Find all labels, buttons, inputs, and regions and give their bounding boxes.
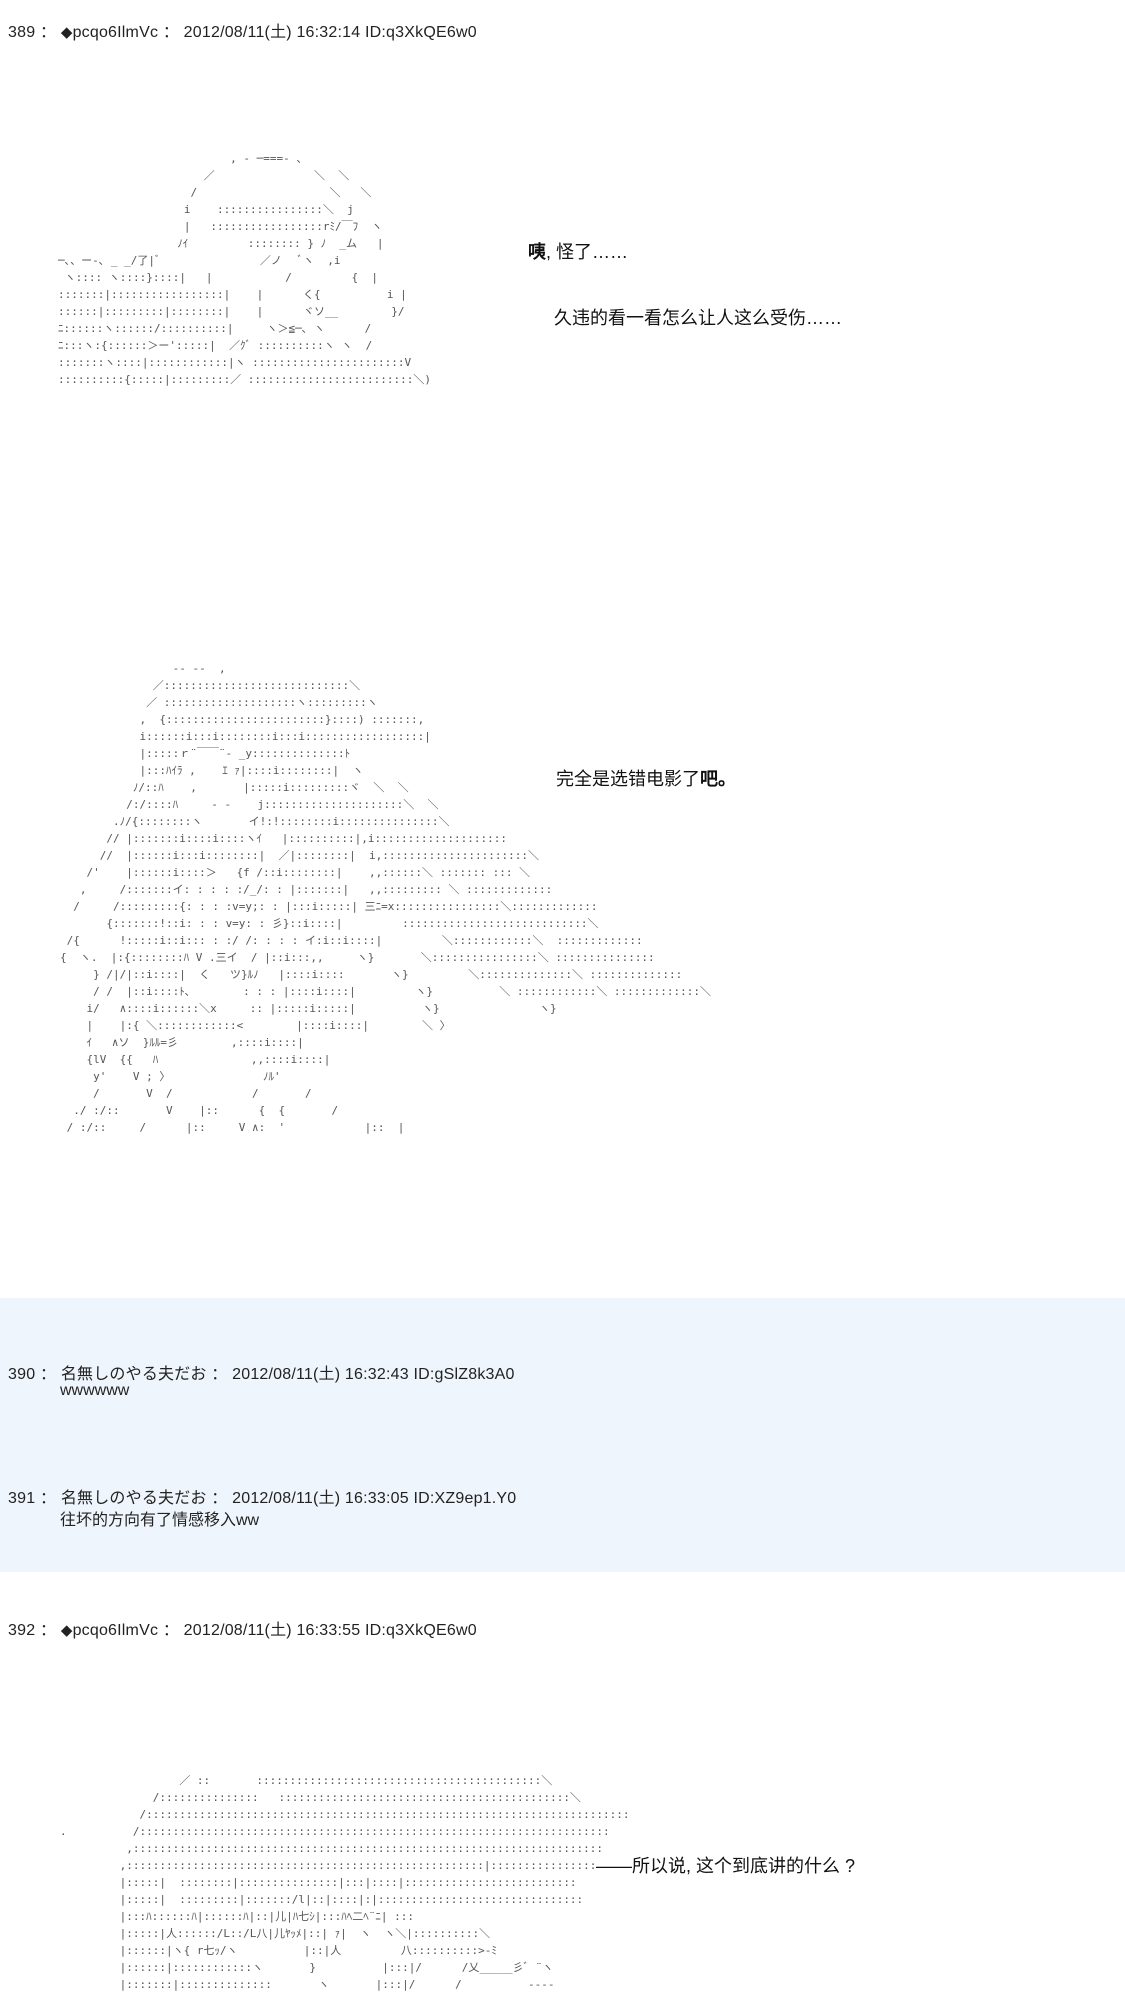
- post-date: 2012/08/11(土) 16:33:05: [232, 1490, 409, 1507]
- post-date: 2012/08/11(土) 16:32:14: [183, 24, 361, 41]
- poster-id[interactable]: ID:q3XkQE6w0: [365, 24, 477, 41]
- poster-name: 名無しのやる夫だお: [60, 1490, 207, 1507]
- separator: ：: [39, 1622, 57, 1639]
- ascii-art-figure-3: ／ :: :::::::::::::::::::::::::::::::::::…: [60, 1774, 630, 1991]
- separator: ：: [211, 1490, 228, 1507]
- post-number[interactable]: 392: [8, 1622, 36, 1639]
- dialog-line-3: 完全是选错电影了吧。: [556, 765, 736, 791]
- post-389: 389 ： ◆pcqo6IlmVc ： 2012/08/11(土) 16:32:…: [8, 18, 842, 1134]
- dialog-line-2: 久违的看一看怎么让人这么受伤……: [554, 308, 842, 328]
- dialog-tail: 吧。: [700, 769, 736, 789]
- poster-id[interactable]: ID:gSlZ8k3A0: [413, 1366, 515, 1383]
- separator: ：: [39, 1490, 57, 1507]
- post-body: 往坏的方向有了情感移入ww: [60, 1512, 260, 1529]
- trip-diamond-icon: ◆: [60, 1622, 73, 1639]
- poster-name: 名無しのやる夫だお: [60, 1366, 207, 1383]
- post-391: 391 ： 名無しのやる夫だお ： 2012/08/11(土) 16:33:05…: [0, 1480, 1125, 1572]
- ascii-art-figure-2: -- ‐- , ／::::::::::::::::::::::::::::＼ ／…: [60, 662, 712, 1134]
- post-body: wwwwww: [60, 1382, 130, 1399]
- post-header: 389 ： ◆pcqo6IlmVc ： 2012/08/11(土) 16:32:…: [8, 18, 477, 42]
- dialog-rest: , 怪了……: [546, 242, 629, 262]
- post-390: 390 ： 名無しのやる夫だお ： 2012/08/11(土) 16:32:43…: [0, 1298, 1125, 1480]
- poster-id[interactable]: ID:XZ9ep1.Y0: [413, 1490, 517, 1507]
- separator: ：: [39, 24, 57, 41]
- dialog-rest: 完全是选错电影了: [556, 769, 700, 789]
- dialog-line: ——所以说, 这个到底讲的什么 ?: [596, 1856, 856, 1876]
- poster-id[interactable]: ID:q3XkQE6w0: [365, 1622, 477, 1639]
- post-date: 2012/08/11(土) 16:32:43: [232, 1366, 409, 1383]
- separator: ：: [162, 1622, 180, 1639]
- dialog-lead: 咦: [528, 242, 546, 262]
- post-number[interactable]: 389: [8, 24, 36, 41]
- separator: ：: [211, 1366, 228, 1383]
- dialog-line-1: 咦, 怪了……: [528, 238, 628, 264]
- post-number[interactable]: 391: [8, 1490, 36, 1507]
- post-number[interactable]: 390: [8, 1366, 36, 1383]
- ascii-art-figure-1: , - ─===- 、 ／ ＼ ＼ / ＼ ＼ i ::::::::::::::…: [58, 152, 431, 386]
- poster-name: pcqo6IlmVc: [72, 24, 159, 41]
- separator: ：: [39, 1366, 57, 1383]
- separator: ：: [162, 24, 180, 41]
- post-header: 391 ： 名無しのやる夫だお ： 2012/08/11(土) 16:33:05…: [8, 1484, 516, 1508]
- post-date: 2012/08/11(土) 16:33:55: [183, 1622, 361, 1639]
- post-392: 392 ： ◆pcqo6IlmVc ： 2012/08/11(土) 16:33:…: [0, 1572, 1125, 2000]
- post-header: 392 ： ◆pcqo6IlmVc ： 2012/08/11(土) 16:33:…: [8, 1616, 477, 1640]
- poster-name: pcqo6IlmVc: [72, 1622, 159, 1639]
- post-header: 390 ： 名無しのやる夫だお ： 2012/08/11(土) 16:32:43…: [8, 1360, 515, 1384]
- trip-diamond-icon: ◆: [60, 24, 73, 41]
